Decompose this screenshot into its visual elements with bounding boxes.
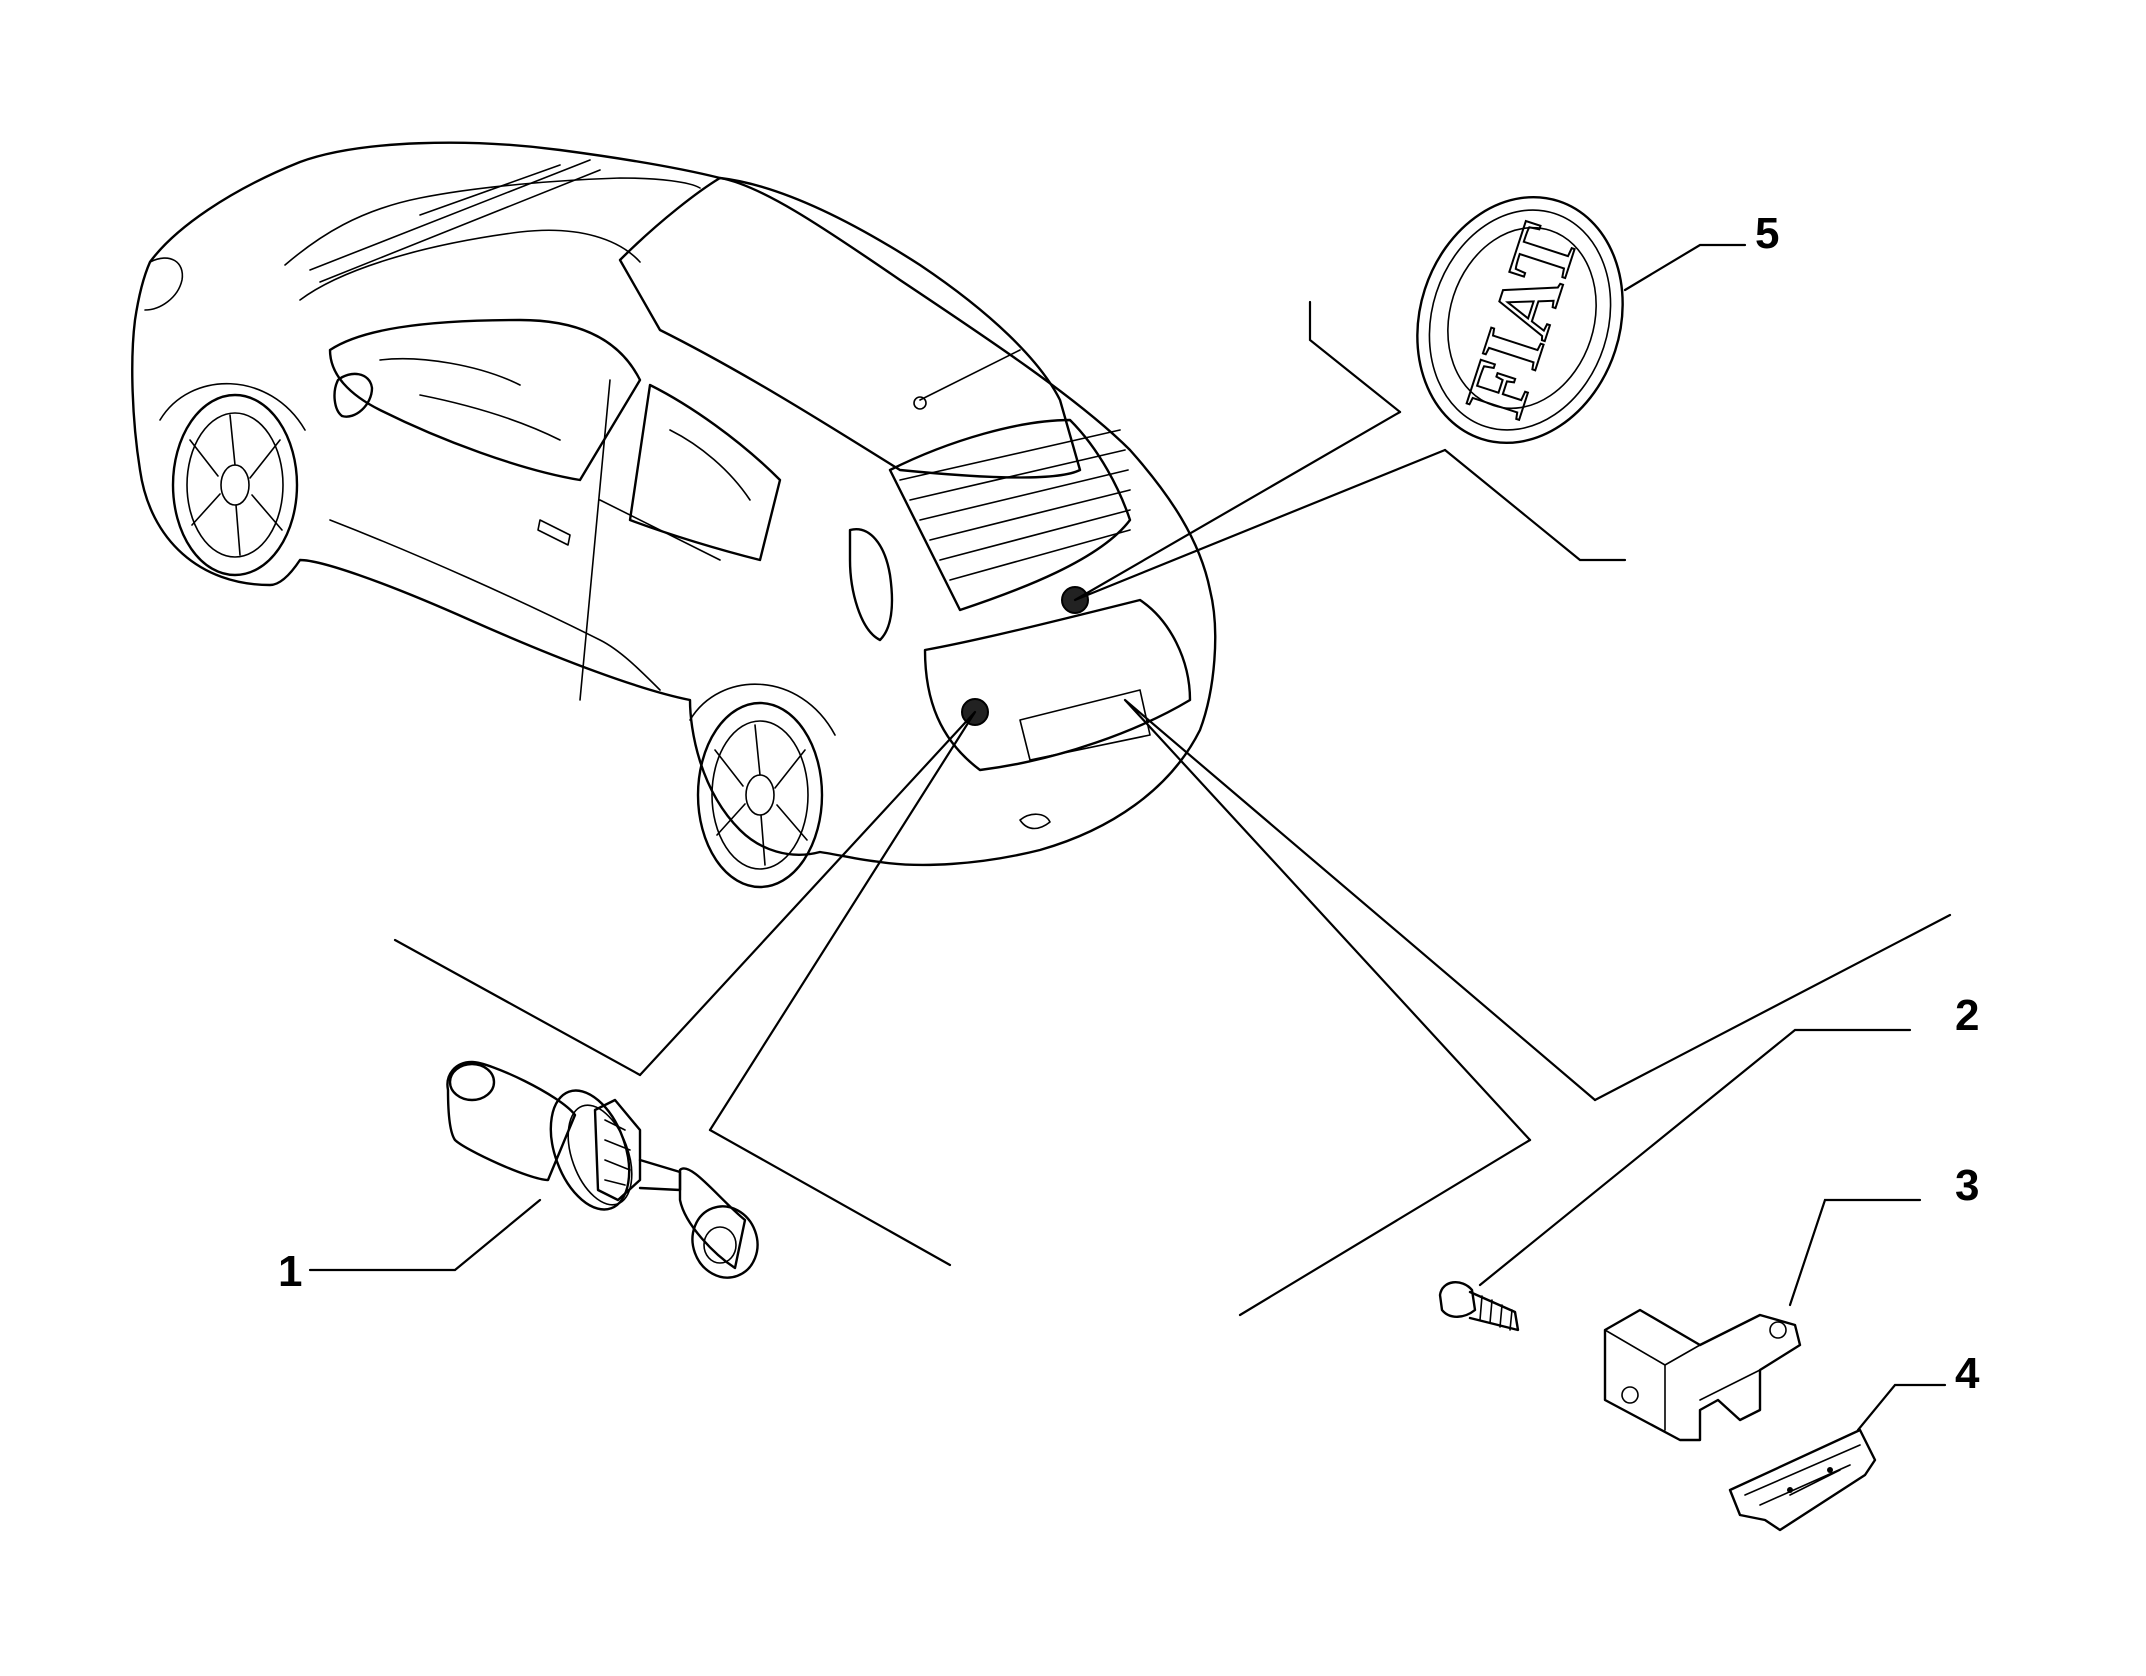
lock-cylinder-icon (308, 1060, 759, 1279)
latch-plate-icon (1728, 1383, 1947, 1532)
rear-wheel-icon (696, 701, 824, 889)
latch-bracket-icon (1603, 1198, 1922, 1442)
front-wheel-icon (171, 393, 299, 577)
callout-2: 2 (1955, 991, 1979, 1040)
screw-icon (1438, 1028, 1912, 1332)
emblem-icon: FIAT (1416, 195, 1747, 445)
callout-4: 4 (1955, 1349, 1980, 1398)
callout-1: 1 (278, 1247, 302, 1296)
badge-text: FIAT (1448, 214, 1597, 428)
callout-5: 5 (1755, 209, 1779, 258)
explosion-lines (393, 300, 1952, 1317)
hatchback-car-icon (131, 141, 1217, 889)
callout-3: 3 (1955, 1161, 1979, 1210)
